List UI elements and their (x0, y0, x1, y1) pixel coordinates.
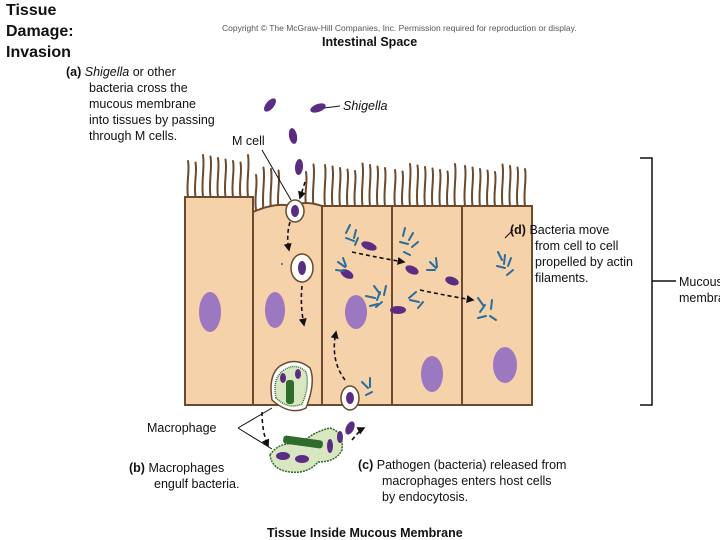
label-d: (d) Bacteria move from cell to cell prop… (510, 222, 633, 286)
label-c-line: macrophages enters host cells (382, 474, 552, 488)
pointer-lines (237, 105, 514, 450)
microvillus (393, 169, 397, 207)
label-b-line: engulf bacteria. (154, 477, 240, 491)
microvillus (383, 167, 387, 207)
dashed-arrows (261, 181, 475, 448)
microvillus (478, 168, 482, 207)
label-c-line: by endocytosis. (382, 490, 469, 504)
microvillus (375, 165, 380, 207)
microvillus (216, 157, 220, 198)
label-m-cell: M cell (232, 134, 265, 148)
label-shigella: Shigella (343, 99, 388, 113)
mucous-membrane-bracket (640, 157, 653, 406)
microvillus (311, 163, 316, 207)
microvillus (415, 164, 420, 207)
microvillus (345, 168, 350, 207)
nucleus (265, 292, 285, 328)
microvillus (223, 158, 228, 198)
macrophage-released (269, 421, 355, 474)
label-a-rest: or other (129, 65, 176, 79)
actin-filaments (281, 224, 514, 396)
microvillus (423, 166, 427, 207)
nucleus (345, 295, 367, 329)
tissue-title: Tissue Inside Mucous Membrane (267, 526, 463, 540)
microvillus (523, 168, 527, 207)
microvillus (463, 165, 467, 207)
label-macrophage: Macrophage (147, 421, 217, 435)
microvillus (304, 171, 308, 207)
microvillus (438, 169, 442, 207)
intestinal-space-title: Intestinal Space (322, 35, 418, 49)
nucleus (199, 292, 221, 332)
label-b: (b) Macrophages engulf bacteria. (129, 460, 239, 492)
microvillus (261, 166, 266, 211)
microvillus (330, 165, 335, 207)
microvillus (353, 170, 357, 207)
label-mucous-line: membrane (679, 291, 720, 305)
microvillus (453, 163, 457, 207)
microvillus (368, 164, 372, 207)
microvillus (445, 170, 450, 207)
microvillus (408, 163, 412, 207)
label-a: (a) Shigella or other bacteria cross the… (66, 64, 215, 144)
label-b-marker: (b) (129, 461, 145, 475)
label-c: (c) Pathogen (bacteria) released from ma… (358, 457, 566, 505)
microvillus (208, 155, 213, 198)
slide-title: Tissue Damage: Invasion (6, 0, 106, 63)
vacuoles (285, 199, 360, 411)
label-d-line: propelled by actin (535, 255, 633, 269)
nuclei (199, 292, 517, 392)
microvillus (430, 167, 435, 207)
slide-title-line: Tissue (6, 2, 57, 19)
microvillus (246, 154, 250, 198)
label-mucous-line: Mucous (679, 275, 720, 289)
intracellular-bacteria (340, 241, 459, 314)
microvillus (515, 166, 520, 207)
microvillus (238, 161, 243, 198)
label-c-marker: (c) (358, 458, 374, 472)
macrophage-in-pocket (270, 360, 313, 412)
label-mucous-membrane: Mucous membrane (679, 274, 720, 306)
microvillus (186, 160, 190, 198)
microvillus (400, 170, 405, 207)
microvillus (500, 163, 505, 207)
microvillus (193, 161, 198, 198)
microvillus (201, 154, 205, 198)
label-d-marker: (d) (510, 223, 526, 237)
label-a-italic: Shigella (84, 65, 130, 79)
label-a-marker: (a) (66, 65, 82, 79)
slide-title-line: Damage: (6, 23, 74, 40)
label-a-line: bacteria cross the (89, 81, 188, 95)
microvillus (360, 162, 365, 207)
nucleus (493, 347, 517, 383)
label-a-line: into tissues by passing (89, 113, 215, 127)
microvillus (338, 167, 342, 207)
microvillus (269, 168, 273, 211)
microvillus (254, 174, 258, 211)
label-d-line: Bacteria move (529, 223, 610, 237)
label-a-line: through M cells. (89, 129, 178, 143)
label-b-line: Macrophages (148, 461, 225, 475)
nucleus (421, 356, 443, 392)
microvillus (485, 169, 490, 207)
label-c-line: Pathogen (bacteria) released from (376, 458, 567, 472)
microvillus (231, 160, 235, 198)
shigella-bacteria (264, 98, 326, 175)
microvilli (186, 154, 527, 211)
microvillus (470, 166, 475, 207)
microvillus (493, 171, 497, 207)
copyright-notice: Copyright © The McGraw-Hill Companies, I… (222, 23, 577, 33)
label-d-line: filaments. (535, 271, 589, 285)
label-a-line: mucous membrane (89, 97, 196, 111)
label-d-line: from cell to cell (535, 239, 619, 253)
microvillus (323, 164, 327, 207)
microvillus (508, 165, 512, 207)
slide-title-line: Invasion (6, 44, 71, 61)
